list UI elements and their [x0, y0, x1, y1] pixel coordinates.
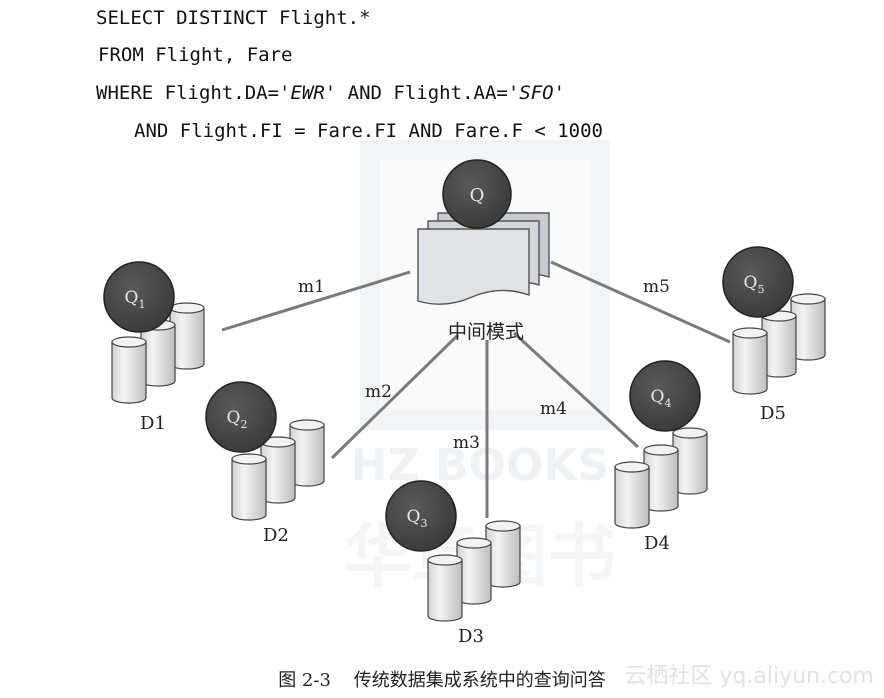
- mediated-schema-stack: [417, 212, 550, 305]
- source-label: D4: [644, 533, 670, 554]
- source-label: D5: [760, 403, 786, 424]
- figure-caption: 图 2-3 传统数据集成系统中的查询问答: [278, 670, 606, 691]
- link-m1: [221, 270, 411, 332]
- label-m3: m3: [453, 433, 480, 453]
- sql-select-line: SELECT DISTINCT Flight.*: [96, 7, 371, 29]
- database-icon: [456, 537, 492, 605]
- mediator-query-circle: [442, 159, 512, 229]
- source-query-circle: [103, 261, 175, 333]
- sql-and-line: AND Flight.FI = Fare.FI AND Fare.F < 100…: [134, 120, 603, 142]
- sql-from-line: FROM Flight, Fare: [98, 44, 293, 66]
- mediator-query-label: Q: [470, 185, 485, 206]
- sql-where-line: WHERE Flight.DA='EWR' AND Flight.AA='SFO…: [96, 82, 566, 104]
- source-query-subscript: 2: [240, 418, 247, 431]
- database-icon: [732, 327, 768, 395]
- links: [221, 260, 731, 518]
- database-icon: [111, 336, 147, 404]
- source-label: D2: [263, 525, 289, 546]
- link-m5: [550, 260, 731, 344]
- source-query-subscript: 4: [664, 397, 671, 410]
- source-query-circle: [722, 246, 794, 318]
- database-icon: [614, 461, 650, 529]
- database-icon: [427, 554, 463, 622]
- link-m2: [330, 333, 460, 460]
- link-m4: [512, 331, 640, 449]
- source-label: D1: [140, 413, 166, 434]
- label-m1: m1: [298, 277, 325, 297]
- source-label: D3: [458, 626, 484, 647]
- schema-page-front: [417, 228, 530, 305]
- source-query-subscript: 5: [757, 283, 764, 296]
- source-query-circle: [385, 480, 457, 552]
- database-icon: [672, 427, 708, 495]
- source-query-circle: [629, 360, 701, 432]
- sql-query: SELECT DISTINCT Flight.* FROM Flight, Fa…: [0, 0, 884, 150]
- source-query-subscript: 3: [420, 517, 427, 530]
- label-m2: m2: [365, 382, 392, 402]
- label-m5: m5: [643, 277, 670, 297]
- source-query-subscript: 1: [138, 298, 145, 311]
- database-icon: [289, 419, 325, 487]
- label-m4: m4: [540, 399, 567, 419]
- site-watermark: 云栖社区 yq.aliyun.com: [624, 664, 874, 689]
- source-query-circle: [205, 381, 277, 453]
- mediator-label: 中间模式: [448, 321, 524, 343]
- database-icon: [231, 453, 267, 521]
- watermark-brand: HZ BOOKS: [351, 440, 609, 491]
